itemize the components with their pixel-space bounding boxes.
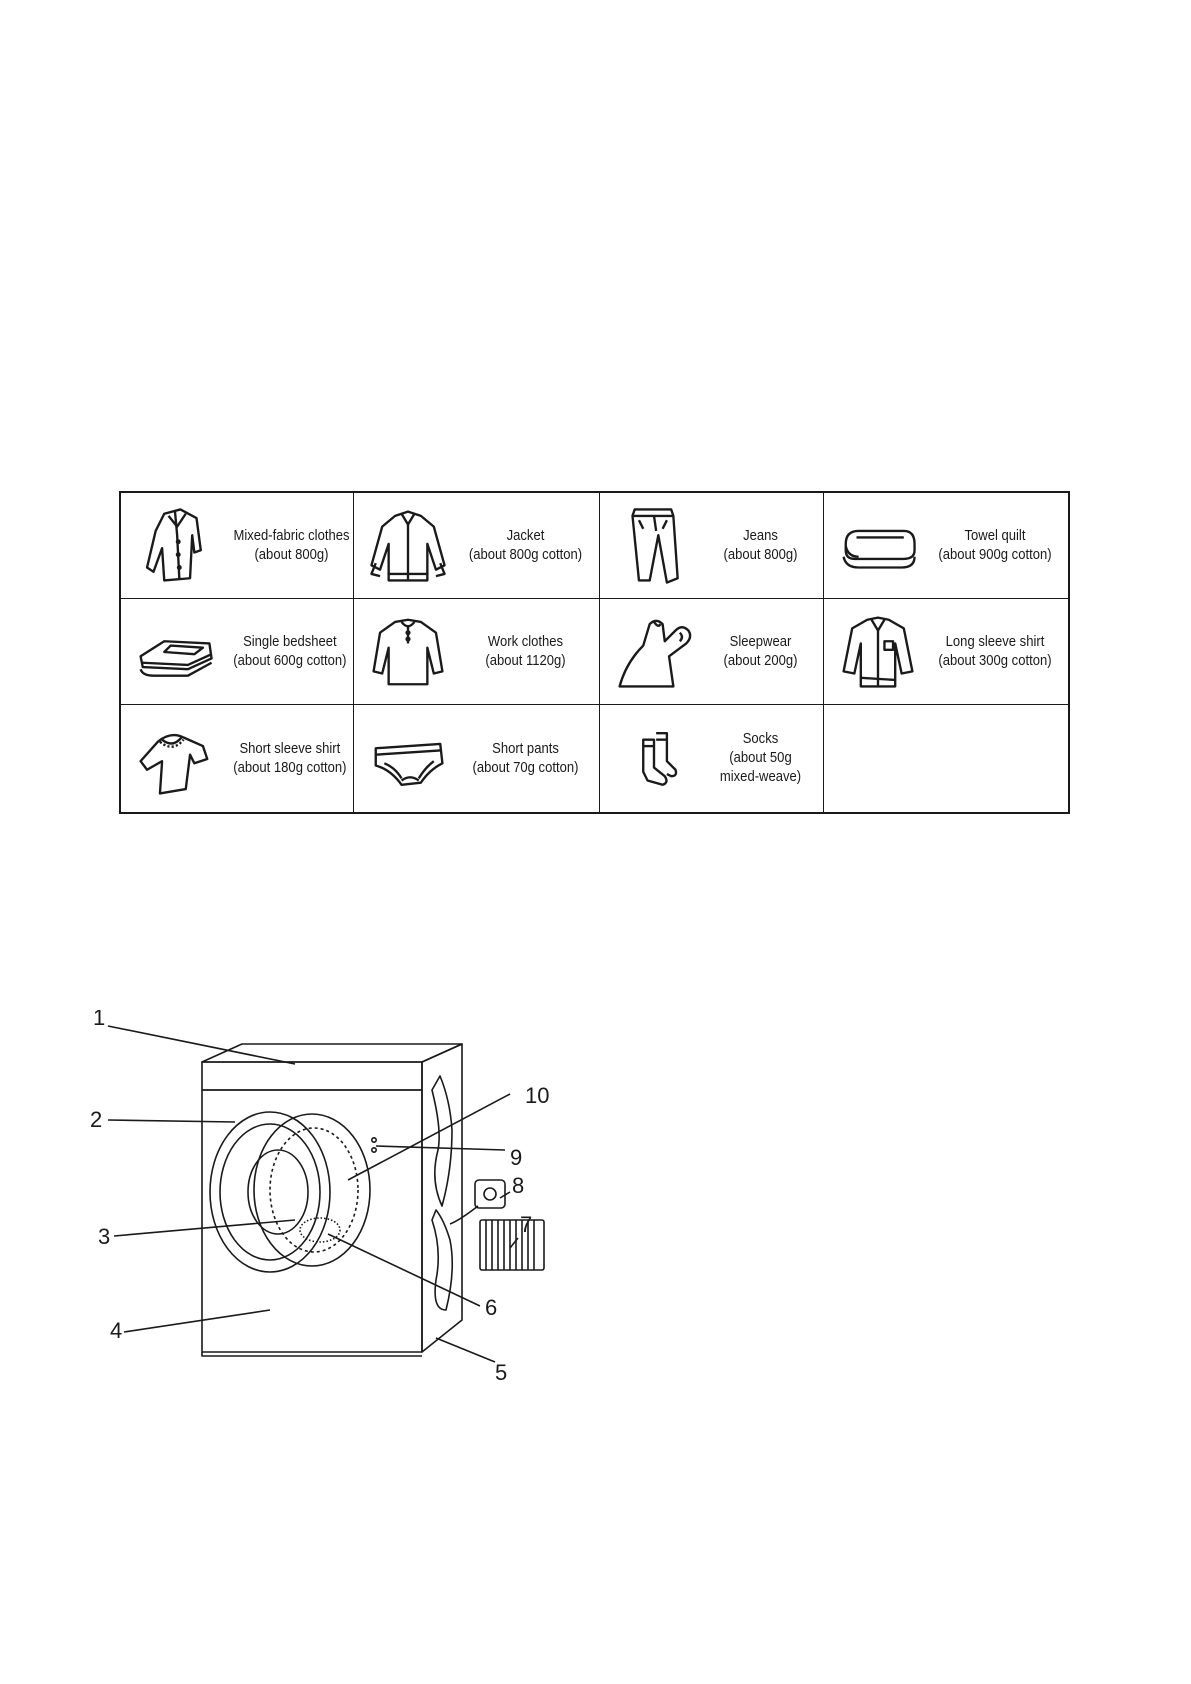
- callout-9: 9: [510, 1145, 522, 1170]
- item-name: Short sleeve shirt: [239, 740, 341, 757]
- laundry-load-table: Mixed-fabric clothes (about 800g) Jacket (…: [119, 491, 1070, 814]
- item-name: Sleepwear: [729, 633, 792, 650]
- callout-5: 5: [495, 1360, 507, 1385]
- table-cell-socks: Socks (about 50g mixed-weave): [600, 705, 824, 812]
- item-weight: (about 180g cotton): [233, 759, 347, 776]
- item-weight: (about 50g: [729, 750, 792, 766]
- sleepwear-icon: [608, 607, 700, 697]
- table-cell-sleepwear: Sleepwear (about 200g): [600, 599, 824, 705]
- jacket-icon: [362, 501, 454, 591]
- callout-3: 3: [98, 1224, 110, 1249]
- towel-quilt-icon: [832, 501, 924, 591]
- item-name: Jacket: [506, 527, 545, 544]
- item-weight: (about 800g cotton): [468, 546, 583, 563]
- item-name: Work clothes: [487, 633, 564, 650]
- callout-10: 10: [525, 1083, 549, 1108]
- item-name: Towel quilt: [964, 527, 1026, 544]
- table-cell-short-sleeve-shirt: Short sleeve shirt (about 180g cotton): [121, 705, 354, 812]
- callout-8: 8: [512, 1173, 524, 1198]
- long-sleeve-shirt-icon: [832, 607, 924, 697]
- item-weight: (about 600g cotton): [233, 652, 347, 669]
- dryer-front-panel: [201, 1089, 423, 1353]
- item-name: Jeans: [743, 527, 778, 544]
- table-cell-empty: [824, 705, 1068, 812]
- table-cell-work-clothes: Work clothes (about 1120g): [354, 599, 600, 705]
- item-weight-detail: mixed-weave): [719, 769, 802, 785]
- mixed-fabric-clothes-icon: [129, 501, 221, 591]
- dryer-side-panel: [421, 1043, 463, 1353]
- callout-6: 6: [485, 1295, 497, 1320]
- table-cell-jacket: Jacket (about 800g cotton): [354, 493, 600, 599]
- item-weight: (about 1120g): [485, 652, 566, 669]
- short-sleeve-shirt-icon: [129, 714, 221, 804]
- jeans-icon: [608, 501, 700, 591]
- exhaust-hose-icon: [479, 1219, 545, 1271]
- item-name: Socks: [742, 731, 779, 747]
- power-plug-icon: [474, 1179, 506, 1209]
- item-weight: (about 200g): [723, 652, 798, 669]
- item-weight: (about 300g cotton): [938, 652, 1052, 669]
- lint-filter: [299, 1217, 341, 1243]
- dryer-control-panel: [201, 1061, 423, 1091]
- table-cell-single-bedsheet: Single bedsheet (about 600g cotton): [121, 599, 354, 705]
- dryer-diagram: 1 2 3 4 5 6 7 8 9 10: [90, 1010, 549, 1385]
- item-weight: (about 900g cotton): [938, 546, 1052, 563]
- table-cell-short-pants: Short pants (about 70g cotton): [354, 705, 600, 812]
- callout-2: 2: [90, 1107, 102, 1132]
- table-cell-long-sleeve-shirt: Long sleeve shirt (about 300g cotton): [824, 599, 1068, 705]
- short-pants-icon: [362, 714, 454, 804]
- dryer-door: [209, 1111, 331, 1273]
- item-name: Long sleeve shirt: [945, 633, 1045, 650]
- single-bedsheet-icon: [129, 607, 221, 697]
- item-name: Mixed-fabric clothes: [233, 527, 350, 544]
- work-clothes-icon: [362, 607, 454, 697]
- callout-7: 7: [520, 1212, 532, 1237]
- table-cell-jeans: Jeans (about 800g): [600, 493, 824, 599]
- item-name: Short pants: [492, 740, 559, 757]
- item-weight: (about 70g cotton): [472, 759, 579, 776]
- item-weight: (about 800g): [254, 546, 329, 563]
- dryer-drum: [253, 1113, 371, 1267]
- item-weight: (about 800g): [723, 546, 798, 563]
- table-cell-mixed-fabric-clothes: Mixed-fabric clothes (about 800g): [121, 493, 354, 599]
- callout-4: 4: [110, 1318, 122, 1343]
- item-name: Single bedsheet: [243, 633, 337, 650]
- callout-1: 1: [93, 1010, 105, 1030]
- socks-icon: [608, 714, 700, 804]
- table-cell-towel-quilt: Towel quilt (about 900g cotton): [824, 493, 1068, 599]
